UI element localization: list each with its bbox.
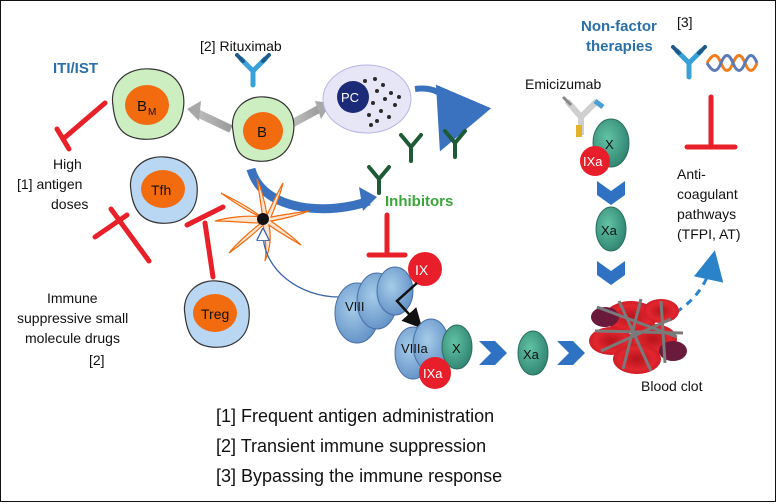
immune-supp-line3: molecule drugs	[25, 330, 120, 346]
anticoag-line4: (TFPI, AT)	[677, 226, 741, 242]
legend-item-1: [1] Frequent antigen administration	[216, 406, 494, 426]
viiia-label: VIIIa	[401, 341, 429, 356]
factor-viiia-complex: VIIIa X IXa	[394, 318, 473, 389]
inhibitors-label: Inhibitors	[385, 193, 453, 210]
anticoag-line1: Anti-	[677, 166, 706, 182]
viii-to-dendritic-arrow	[263, 233, 340, 298]
viii-label: VIII	[345, 299, 365, 314]
b-to-pc-arrow	[291, 105, 321, 127]
b-cell: B	[231, 96, 295, 162]
emicizumab-label: Emicizumab	[525, 76, 601, 92]
blood-clot-icon	[589, 298, 687, 374]
tfh-cell: Tfh	[129, 156, 198, 224]
immune-supp-line4: [2]	[89, 352, 105, 368]
rituximab-label: [2] Rituximab	[200, 38, 282, 54]
factor-ix: IX	[408, 252, 442, 286]
legend-item-2: [2] Transient immune suppression	[216, 436, 486, 456]
clot-to-anticoag-arrow	[664, 250, 724, 321]
ix-label: IX	[415, 262, 429, 278]
b-to-bm-arrowhead	[187, 101, 201, 121]
inhibitor-on-viii-symbol	[366, 212, 408, 258]
legend-item-3: [3] Bypassing the immune response	[216, 466, 502, 486]
iti-ist-label: ITI/IST	[53, 60, 98, 77]
b-to-inhibitors-arrowhead	[359, 187, 377, 211]
xa-right-label: Xa	[601, 223, 618, 238]
emici-x-label: X	[605, 137, 614, 152]
ref3-label: [3]	[677, 14, 693, 30]
immune-supp-line1: Immune	[47, 290, 98, 306]
nonfactor-line1: Non-factor	[581, 18, 657, 35]
viiia-ixa-label: IXa	[423, 366, 443, 381]
high-antigen-line2: [1] antigen	[17, 176, 82, 192]
iti-inhibition-symbol	[54, 100, 108, 152]
immune-supp-line2: suppressive small	[17, 310, 128, 326]
dendritic-cell-icon	[214, 178, 310, 262]
antibody-therapy-icon	[671, 45, 707, 80]
tfh-inhibition-symbols	[92, 204, 226, 280]
inhibitor-antibodies	[367, 129, 467, 195]
pc-to-antibody-arrow	[414, 84, 492, 152]
tfh-label: Tfh	[151, 182, 171, 198]
b-to-bm-arrow	[195, 109, 233, 133]
treg-cell: Treg	[183, 280, 250, 348]
b-to-inhibitors-arrow	[246, 167, 371, 214]
high-antigen-line1: High	[53, 156, 82, 172]
nonfactor-inhibition-symbol	[684, 94, 738, 150]
chevron-down-icon	[597, 261, 625, 285]
factor-xa-right: Xa	[595, 206, 627, 252]
emicizumab-antibody-icon	[561, 95, 605, 137]
anticoag-line2: coagulant	[677, 186, 738, 202]
rna-therapy-icon	[705, 54, 759, 72]
chevron-right-icon	[557, 341, 585, 365]
viiia-x-label: X	[452, 341, 461, 356]
memory-b-subscript: M	[148, 107, 156, 118]
factor-viii: VIII	[334, 266, 414, 344]
b-cell-label: B	[257, 124, 267, 141]
anticoag-line3: pathways	[677, 206, 736, 222]
treg-label: Treg	[201, 306, 229, 322]
xa-bottom-label: Xa	[523, 347, 540, 362]
rituximab-antibody-icon	[235, 53, 271, 88]
plasma-cell-label: PC	[341, 90, 359, 105]
emicizumab-complex: X IXa	[580, 118, 630, 176]
high-antigen-line3: doses	[51, 196, 88, 212]
chevron-right-icon	[479, 341, 507, 365]
memory-b-label: B	[137, 98, 147, 115]
nonfactor-line2: therapies	[586, 38, 653, 55]
ix-activation-arrow	[395, 282, 423, 329]
emici-ixa-label: IXa	[583, 154, 603, 169]
blood-clot-label: Blood clot	[641, 378, 703, 394]
plasma-cell: PC	[322, 64, 412, 134]
factor-xa-bottom: Xa	[517, 330, 549, 376]
plasma-granules	[363, 77, 401, 127]
chevron-down-icon	[597, 181, 625, 205]
memory-b-cell: B M	[111, 68, 185, 140]
